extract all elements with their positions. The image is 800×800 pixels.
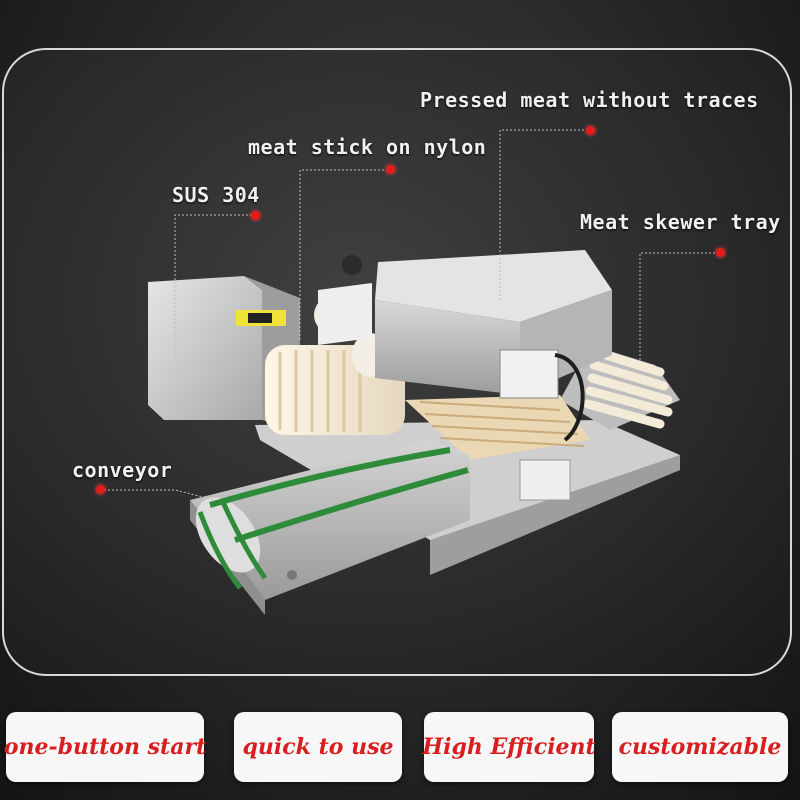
feature-high-efficient: High Efficient <box>422 712 596 782</box>
callout-skewer-tray: Meat skewer tray <box>580 210 781 234</box>
feature-buttons: one-button start quick to use High Effic… <box>0 712 800 788</box>
sus-housing <box>148 276 262 420</box>
callout-pressed-meat: Pressed meat without traces <box>420 88 759 112</box>
feature-label: one-button start <box>3 734 207 760</box>
feature-label: quick to use <box>242 734 394 760</box>
feature-label: High Efficient <box>422 734 596 760</box>
feature-customizable: customizable <box>612 712 788 782</box>
callout-sus-304: SUS 304 <box>172 183 260 207</box>
meat-sticks <box>405 395 590 460</box>
callout-dot <box>586 126 595 135</box>
callout-dot <box>96 485 105 494</box>
skewer-tray <box>560 345 680 430</box>
callout-dot <box>251 211 260 220</box>
callout-dot <box>386 165 395 174</box>
callout-meat-stick: meat stick on nylon <box>248 135 487 159</box>
callout-dot <box>716 248 725 257</box>
press-housing <box>236 250 612 399</box>
feature-quick-to-use: quick to use <box>234 712 402 782</box>
conveyor-belt <box>190 440 470 615</box>
feature-one-button-start: one-button start <box>3 712 207 782</box>
feature-label: customizable <box>618 734 782 760</box>
callout-conveyor: conveyor <box>72 458 173 482</box>
